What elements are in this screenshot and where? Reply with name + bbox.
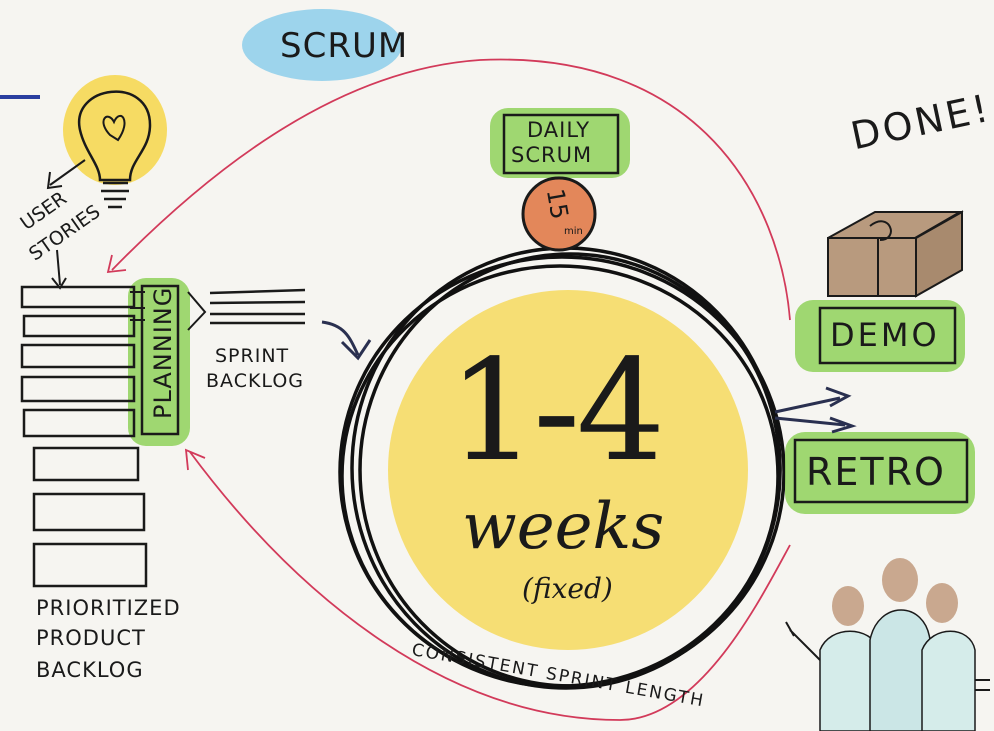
bulb-arrow bbox=[46, 159, 86, 190]
planning-label: PLANNING bbox=[149, 286, 177, 419]
sprint-unit: weeks bbox=[462, 490, 665, 564]
product-backlog-label-line1: PRIORITIZED bbox=[36, 596, 181, 620]
planning-box bbox=[140, 284, 180, 436]
daily-scrum-highlight bbox=[490, 108, 630, 178]
user-stories-arrow bbox=[51, 249, 67, 290]
retro-label: RETRO bbox=[806, 450, 946, 494]
product-backlog-stack bbox=[20, 285, 148, 588]
product-backlog-label-line3: BACKLOG bbox=[36, 658, 144, 682]
daily-scrum-label-line2: SCRUM bbox=[511, 143, 593, 167]
team-people-icon bbox=[785, 558, 990, 731]
planning-bracket bbox=[187, 291, 207, 331]
demo-highlight bbox=[795, 300, 965, 372]
sprint-backlog-label-line1: SPRINT bbox=[215, 345, 290, 367]
daily-scrum-box bbox=[502, 113, 620, 175]
demo-box bbox=[818, 306, 957, 365]
backlog-to-sprint-arrow bbox=[321, 320, 372, 361]
diagram-title: SCRUM bbox=[280, 26, 409, 66]
feedback-loop-bottom-arrow bbox=[184, 448, 791, 721]
demo-label: DEMO bbox=[830, 316, 940, 354]
retro-highlight bbox=[785, 432, 975, 514]
sprint-duration: 1-4 bbox=[448, 330, 665, 493]
timebox-unit: min bbox=[564, 226, 583, 237]
timebox-value: 15 bbox=[540, 186, 574, 222]
sprint-backlog-lines bbox=[209, 288, 306, 325]
product-backlog-label-line2: PRODUCT bbox=[36, 626, 146, 650]
sprint-backlog-label-line2: BACKLOG bbox=[206, 370, 305, 392]
timebox-coin bbox=[521, 176, 597, 252]
sprint-fixed-note: (fixed) bbox=[522, 572, 613, 605]
lightbulb-icon bbox=[63, 75, 167, 209]
daily-scrum-label-line1: DAILY bbox=[527, 118, 591, 142]
sprint-to-review-arrows bbox=[774, 386, 857, 434]
sprint-highlight bbox=[388, 290, 748, 650]
retro-box bbox=[793, 438, 969, 504]
title-highlight bbox=[242, 9, 402, 81]
feedback-loop-top-arrow bbox=[106, 58, 791, 321]
package-icon bbox=[827, 210, 964, 298]
